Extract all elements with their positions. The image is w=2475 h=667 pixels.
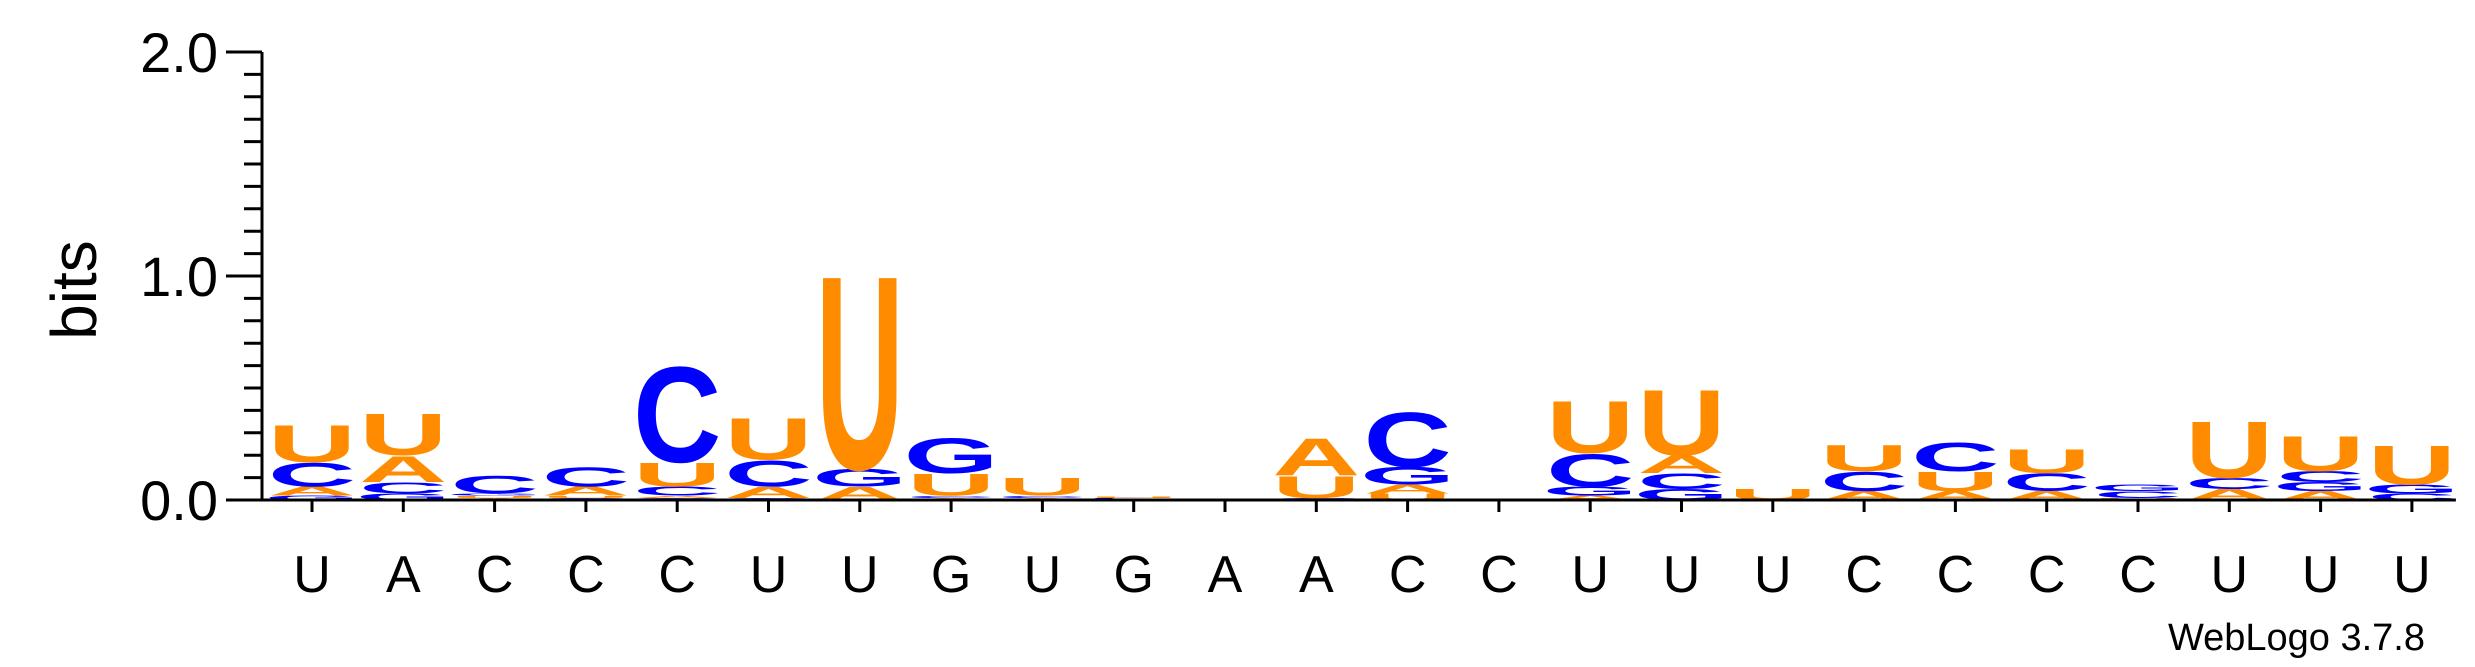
y-axis-label: bits	[38, 240, 110, 340]
logo-letter-u: U	[268, 414, 356, 473]
logo-letter-c: C	[2094, 489, 2182, 499]
x-tick-label: C	[2119, 546, 2157, 604]
logo-letter-a: A	[359, 449, 447, 491]
logo-letter-c: C	[633, 484, 721, 498]
logo-letter-c: C	[2185, 475, 2273, 492]
x-tick-label: C	[658, 546, 696, 604]
logo-letter-g: G	[1360, 462, 1455, 490]
x-tick-label: U	[2393, 546, 2431, 604]
logo-letter-u: U	[1363, 492, 1451, 502]
logo-letter-u: U	[2185, 404, 2273, 495]
logo-letter-g: G	[447, 493, 542, 496]
x-tick-label: U	[1024, 546, 1062, 604]
logo-letter-c: C	[1546, 444, 1634, 496]
logo-letter-c: C	[633, 340, 721, 492]
logo-letter-g: G	[1543, 484, 1638, 498]
logo-letter-g: G	[2090, 483, 2185, 493]
y-tick-label: 1.0	[140, 245, 218, 308]
x-tick-label: C	[476, 546, 514, 604]
logo-letter-u: U	[907, 467, 995, 502]
logo-letter-g: G	[2364, 482, 2459, 496]
logo-letter-c: C	[998, 495, 1086, 498]
x-tick-label: U	[293, 546, 331, 604]
logo-letter-u: U	[1090, 496, 1178, 498]
logo-letter-u: U	[542, 495, 630, 498]
x-tick-label: C	[1389, 546, 1427, 604]
x-tick-label: G	[1113, 546, 1153, 604]
logo-letter-c: C	[907, 495, 995, 498]
logo-letter-a: A	[1272, 428, 1360, 487]
logo-letter-u: U	[450, 495, 538, 498]
logo-letter-g: G	[2273, 480, 2368, 494]
logo-letter-g: G	[264, 494, 359, 501]
logo-letter-u: U	[1820, 437, 1908, 479]
x-tick-label: C	[1845, 546, 1883, 604]
logo-letter-c: C	[268, 456, 356, 494]
logo-letter-u: U	[633, 456, 721, 494]
logo-letter-u: U	[1637, 372, 1725, 476]
weblogo-version-footer: WebLogo 3.7.8	[2168, 617, 2425, 659]
x-tick-label: U	[1754, 546, 1792, 604]
logo-letter-c: C	[2276, 468, 2364, 485]
x-tick-label: C	[1480, 546, 1518, 604]
logo-letter-g: G	[356, 492, 451, 502]
logo-letter-g: G	[812, 464, 907, 492]
x-tick-label: A	[386, 546, 421, 604]
logo-letter-c: C	[2368, 492, 2456, 502]
x-tick-label: A	[1299, 546, 1334, 604]
logo-letter-c: C	[450, 471, 538, 499]
logo-letter-c: C	[542, 461, 630, 492]
x-tick-label: U	[750, 546, 788, 604]
logo-letter-c: C	[1637, 469, 1725, 493]
logo-letter-a: A	[633, 495, 721, 498]
x-tick-label: C	[1937, 546, 1975, 604]
logo-letter-u: U	[724, 407, 812, 473]
logo-letter-u: U	[1911, 466, 1999, 497]
logo-letter-c: C	[2003, 468, 2091, 496]
x-tick-label: U	[2211, 546, 2249, 604]
logo-letter-u: U	[1546, 386, 1634, 469]
logo-letter-a: A	[268, 484, 356, 498]
x-tick-label: C	[567, 546, 605, 604]
x-tick-label: U	[1571, 546, 1609, 604]
logo-letter-a: A	[1637, 451, 1725, 479]
logo-letter-a: A	[1363, 482, 1451, 496]
x-tick-label: U	[1663, 546, 1701, 604]
logo-letter-c: C	[359, 479, 447, 496]
y-tick-label: 2.0	[140, 21, 218, 84]
logo-letter-a: A	[1546, 494, 1634, 501]
logo-letter-u: U	[359, 402, 447, 468]
x-tick-label: U	[2302, 546, 2340, 604]
x-tick-label: G	[931, 546, 971, 604]
logo-letter-u: U	[2003, 443, 2091, 481]
logo-letter-c: C	[1090, 497, 1178, 499]
x-tick-label: C	[2028, 546, 2066, 604]
logo-letter-u: U	[2368, 434, 2456, 496]
logo-letter-g: G	[904, 428, 999, 483]
logo-letter-u: U	[998, 473, 1086, 501]
logo-letter-a: A	[724, 484, 812, 501]
letter-stacks: GACUGCAUAUGCGUACGACUCGACUAGUACUGACUACUCU…	[264, 219, 2459, 528]
x-tick-label: U	[841, 546, 879, 604]
y-tick-label: 0.0	[140, 469, 218, 532]
x-tick-label: A	[1208, 546, 1243, 604]
logo-letter-c: C	[724, 453, 812, 495]
logo-letter-c: C	[1911, 435, 1999, 480]
logo-letter-u: U	[816, 219, 904, 528]
logo-letter-c: C	[1820, 466, 1908, 497]
y-axis: 0.0 1.0 2.0	[140, 21, 264, 532]
logo-letter-u: U	[2276, 426, 2364, 481]
logo-letter-c: C	[1363, 396, 1451, 483]
logo-letter-a: A	[542, 484, 630, 498]
